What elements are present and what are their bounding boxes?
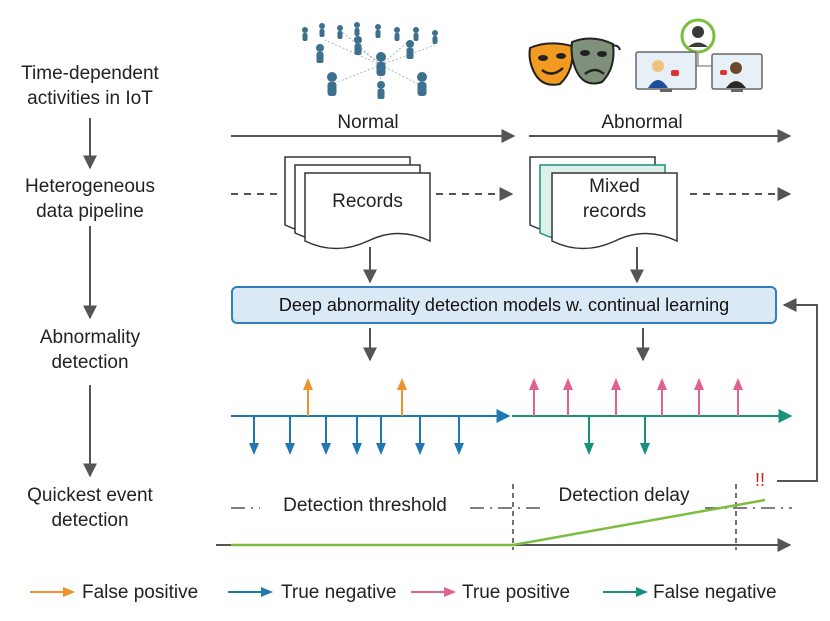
step-pipeline-line2: data pipeline (36, 201, 144, 222)
true-negative-arrow (321, 416, 331, 455)
step-abnormality-label: Abnormality detection (0, 325, 180, 375)
phase-normal-label: Normal (337, 112, 399, 133)
true-negative-arrow (376, 416, 386, 455)
false-positive-arrow (303, 378, 313, 416)
false-positive-arrow (397, 378, 407, 416)
quickest-detection-plot (216, 484, 792, 552)
step-activities-line1: Time-dependent (21, 63, 159, 84)
true-positive-arrow (657, 378, 667, 416)
legend-arrow-true-positive (411, 587, 456, 597)
true-positive-arrow (563, 378, 573, 416)
phase-abnormal-label: Abnormal (601, 112, 683, 133)
event-arrows (249, 378, 743, 455)
step-activities-line2: activities in IoT (27, 88, 153, 109)
theater-masks-icon (528, 37, 621, 86)
true-positive-arrow (529, 378, 539, 416)
detection-delay-label: Detection delay (546, 483, 702, 508)
alarm-marker: !! (754, 470, 765, 490)
step-quickest-line2: detection (51, 510, 129, 531)
true-positive-arrow (733, 378, 743, 416)
true-negative-arrow (454, 416, 464, 455)
detection-model-box: Deep abnormality detection models w. con… (231, 286, 777, 324)
true-negative-arrow (285, 416, 295, 455)
legend-arrow-true-negative (228, 587, 273, 597)
false-negative-arrow (584, 416, 594, 455)
legend-arrow-false-positive (30, 587, 75, 597)
detection-threshold-label: Detection threshold (262, 493, 468, 518)
legend-true-positive-label: True positive (462, 582, 571, 603)
true-negative-arrow (352, 416, 362, 455)
true-positive-arrow (694, 378, 704, 416)
true-negative-arrow (415, 416, 425, 455)
video-call-icon (635, 18, 763, 92)
model-to-detection-arrows (363, 328, 650, 362)
step-abnormality-line2: detection (51, 352, 129, 373)
step-quickest-line1: Quickest event (27, 485, 153, 506)
legend-true-negative-label: True negative (281, 582, 397, 603)
false-negative-arrow (640, 416, 650, 455)
step-pipeline-line1: Heterogeneous (25, 176, 155, 197)
mixed-records-document-stack (529, 156, 678, 250)
records-label: Records (332, 191, 403, 212)
legend-false-positive-label: False positive (82, 582, 199, 603)
mixed-records-line2: records (582, 201, 647, 222)
step-quickest-label: Quickest event detection (0, 483, 180, 533)
records-document-stack (284, 156, 431, 250)
true-positive-arrow (611, 378, 621, 416)
step-activities-label: Time-dependent activities in IoT (0, 61, 180, 111)
mixed-records-line1: Mixed (589, 176, 640, 197)
records-to-model-arrows (363, 247, 644, 284)
step-pipeline-label: Heterogeneous data pipeline (0, 174, 180, 224)
mixed-records-label: Mixed records (552, 174, 677, 224)
step-abnormality-line1: Abnormality (39, 327, 141, 348)
legend-arrows (30, 587, 648, 597)
legend-arrow-false-negative (603, 587, 648, 597)
legend-false-negative-label: False negative (653, 582, 777, 603)
crowd-network-icon (302, 22, 438, 99)
true-negative-arrow (249, 416, 259, 455)
feedback-loop-arrow (777, 298, 818, 482)
